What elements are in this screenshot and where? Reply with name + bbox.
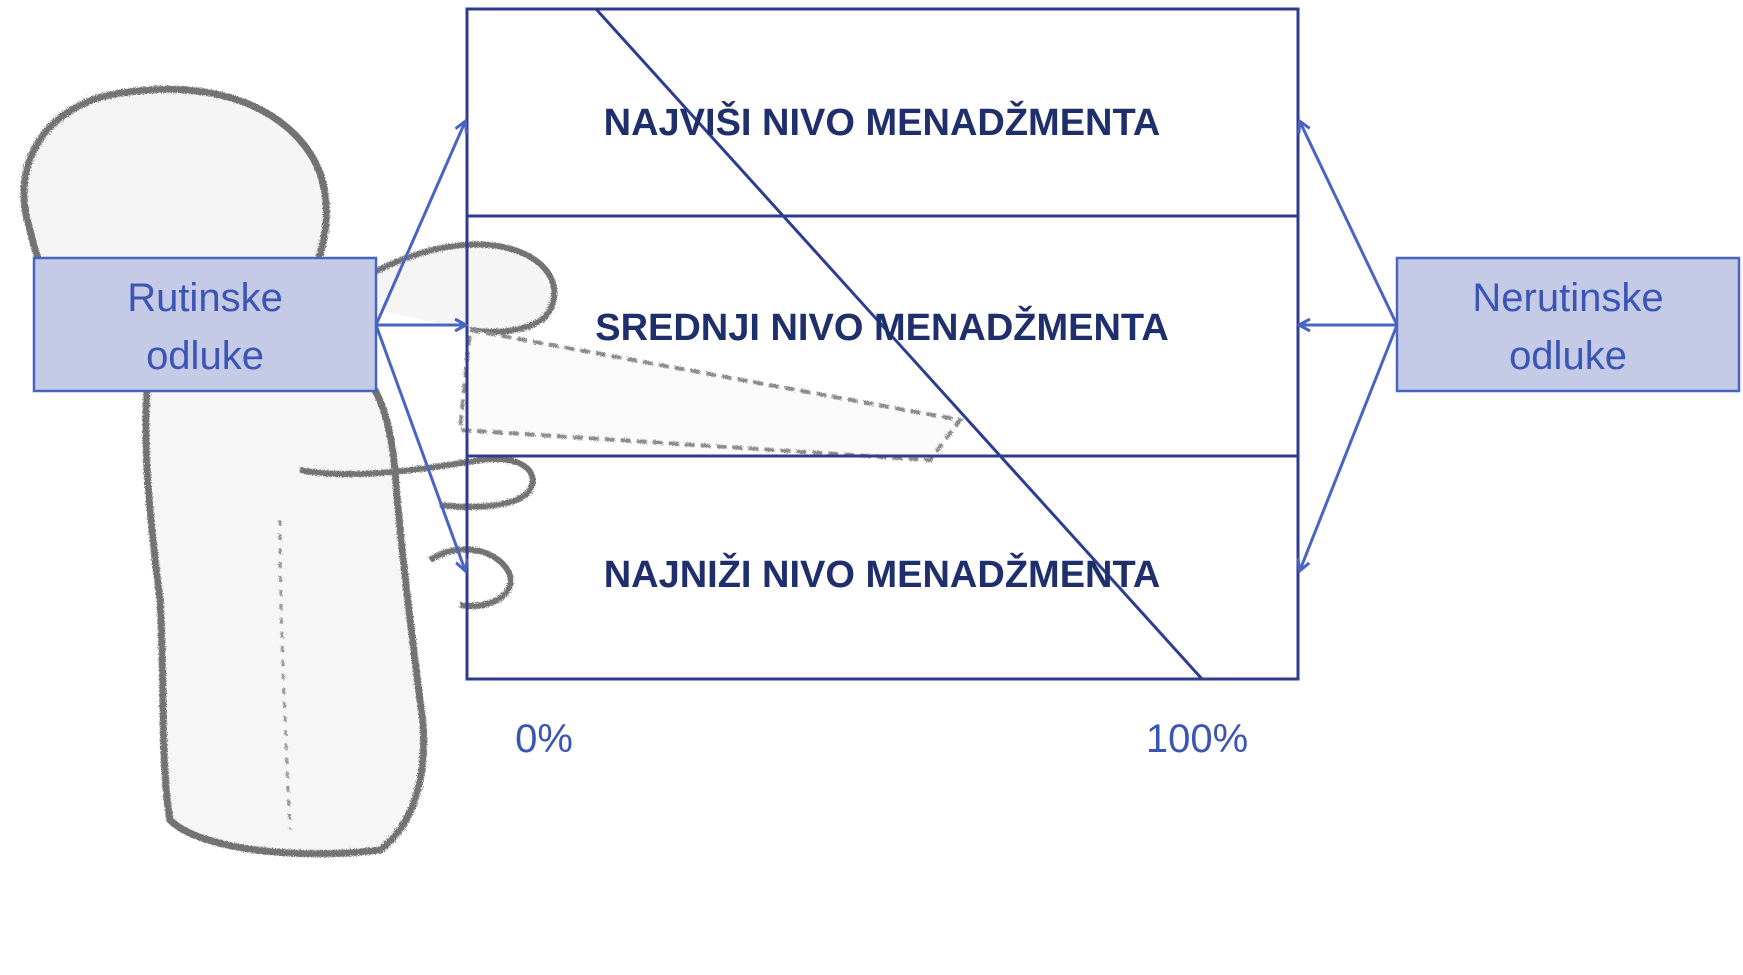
- nonroutine-label-line2: odluke: [1509, 334, 1627, 378]
- nonroutine-arrows: [1300, 122, 1397, 570]
- level-top-label: NAJVIŠI NIVO MENADŽMENTA: [604, 99, 1161, 144]
- routine-label-line2: odluke: [146, 334, 264, 378]
- sketch-body: [146, 360, 424, 854]
- routine-label-line1: Rutinske: [127, 276, 283, 320]
- nonroutine-label-line1: Nerutinske: [1472, 276, 1663, 320]
- level-middle-label: SREDNJI NIVO MENADŽMENTA: [595, 305, 1169, 349]
- person-sketch-illustration: [24, 89, 960, 853]
- axis-end-label: 100%: [1146, 717, 1248, 761]
- sketch-hand: [430, 549, 511, 606]
- nonroutine-arrow-top: [1300, 122, 1397, 325]
- nonroutine-arrow-bottom: [1300, 325, 1397, 570]
- routine-decisions-box: Rutinske odluke: [34, 258, 376, 391]
- sketch-board: [460, 330, 960, 460]
- nonroutine-decisions-box: Nerutinske odluke: [1397, 258, 1739, 391]
- axis-start-label: 0%: [515, 717, 573, 761]
- level-bottom-label: NAJNIŽI NIVO MENADŽMENTA: [604, 552, 1161, 596]
